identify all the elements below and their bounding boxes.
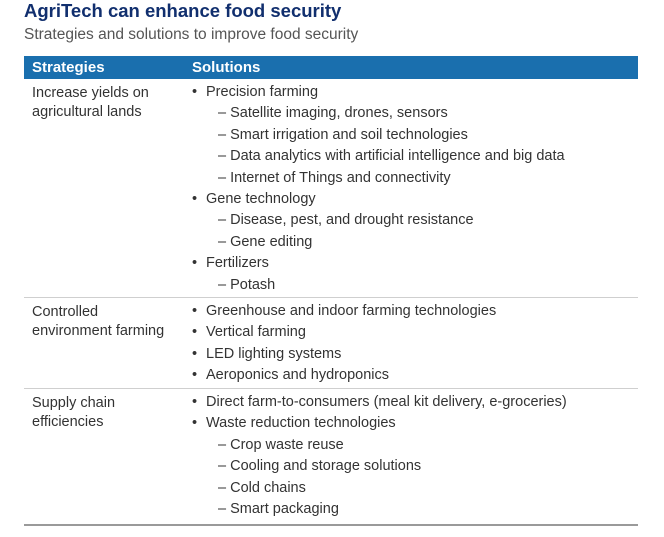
- solutions-cell: Greenhouse and indoor farming technologi…: [190, 301, 496, 387]
- strategy-cell: Controlled environment farming: [32, 304, 165, 339]
- solution-item: Direct farm-to-consumers (meal kit deliv…: [190, 392, 567, 414]
- solution-subitem: Satellite imaging, drones, sensors: [230, 105, 448, 122]
- subitem-row: Disease, pest, and drought resistance: [190, 210, 565, 231]
- header-strategies: Strategies: [32, 59, 105, 76]
- solution-subitem: Potash: [230, 276, 276, 293]
- header-solutions: Solutions: [192, 59, 261, 76]
- subitem-row: Smart irrigation and soil technologies: [190, 125, 565, 146]
- solution-item: Greenhouse and indoor farming technologi…: [190, 301, 496, 323]
- strategy-cell: Supply chain efficiencies: [32, 395, 116, 430]
- subitem-row: Smart packaging: [190, 499, 567, 520]
- solution-subitem: Smart irrigation and soil technologies: [230, 126, 468, 143]
- solution-item: Precision farming: [190, 82, 565, 104]
- solution-subitem: Internet of Things and connectivity: [230, 169, 451, 186]
- subitem-row: Cooling and storage solutions: [190, 456, 567, 477]
- subitem-row: Gene editing: [190, 232, 565, 253]
- solution-item: LED lighting systems: [190, 344, 496, 366]
- table-row: Controlled environment farming Greenhouse…: [24, 298, 638, 389]
- solution-item: Vertical farming: [190, 322, 496, 344]
- solution-item: Fertilizers: [190, 253, 565, 275]
- table-row: Supply chain efficiencies Direct farm-to-…: [24, 389, 638, 526]
- solution-subitem: Data analytics with artificial intellige…: [230, 148, 565, 165]
- solutions-cell: Precision farmingSatellite imaging, dron…: [190, 82, 565, 296]
- table-row: Increase yields on agricultural lands Pre…: [24, 79, 638, 298]
- solutions-cell: Direct farm-to-consumers (meal kit deliv…: [190, 392, 567, 520]
- table-header: Strategies Solutions: [24, 56, 638, 79]
- subitem-row: Potash: [190, 275, 565, 296]
- page-subtitle: Strategies and solutions to improve food…: [24, 26, 359, 43]
- subitem-row: Crop waste reuse: [190, 435, 567, 456]
- solution-subitem: Disease, pest, and drought resistance: [230, 212, 474, 229]
- solution-subitem: Cold chains: [230, 479, 306, 496]
- solution-subitem: Crop waste reuse: [230, 436, 344, 453]
- page-title: AgriTech can enhance food security: [24, 0, 342, 21]
- solution-subitem: Cooling and storage solutions: [230, 458, 422, 475]
- solution-subitem: Gene editing: [230, 233, 313, 250]
- strategy-cell: Increase yields on agricultural lands: [32, 85, 149, 120]
- solution-subitem: Smart packaging: [230, 501, 339, 518]
- solution-item: Aeroponics and hydroponics: [190, 365, 496, 387]
- strategies-table: Strategies Solutions Increase yields on …: [24, 56, 638, 526]
- subitem-row: Internet of Things and connectivity: [190, 168, 565, 189]
- subitem-row: Satellite imaging, drones, sensors: [190, 103, 565, 124]
- solution-item: Gene technology: [190, 189, 565, 211]
- subitem-row: Data analytics with artificial intellige…: [190, 146, 565, 167]
- solution-item: Waste reduction technologies: [190, 413, 567, 435]
- subitem-row: Cold chains: [190, 478, 567, 499]
